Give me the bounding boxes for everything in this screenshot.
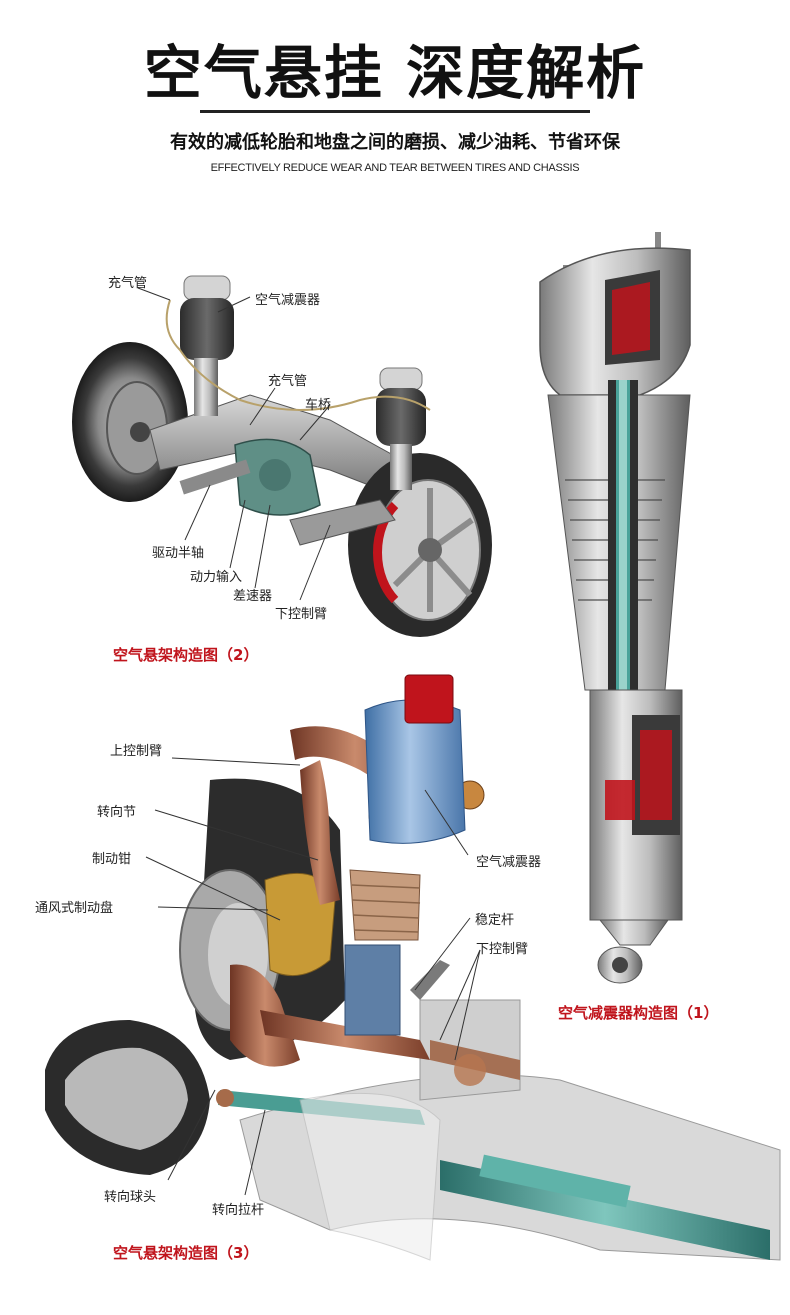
label-inflation-pipe-top: 充气管: [108, 276, 148, 291]
label-tie-rod: 转向拉杆: [212, 1203, 265, 1218]
label-lower-control-arm-top: 下控制臂: [275, 607, 328, 622]
label-axle: 车桥: [305, 398, 332, 413]
label-brake-caliper: 制动钳: [92, 852, 132, 867]
label-differential: 差速器: [233, 589, 273, 604]
caption-diagram-1: 空气减震器构造图（1）: [558, 1004, 719, 1022]
label-power-input: 动力输入: [190, 570, 243, 585]
air-shock-cutaway-illustration: [539, 232, 691, 984]
label-stabilizer-bar: 稳定杆: [475, 913, 515, 928]
front-suspension-illustration: [45, 674, 781, 1261]
label-vented-brake-disc: 通风式制动盘: [35, 901, 114, 916]
label-steering-knuckle: 转向节: [97, 805, 137, 820]
label-lower-control-arm-bottom: 下控制臂: [476, 942, 529, 957]
title-divider: [200, 110, 590, 113]
label-inflation-pipe-mid: 充气管: [268, 374, 308, 389]
label-steering-ball-joint: 转向球头: [104, 1190, 157, 1205]
subtitle-english: EFFECTIVELY REDUCE WEAR AND TEAR BETWEEN…: [210, 162, 580, 174]
label-upper-control-arm: 上控制臂: [110, 744, 163, 759]
page-title: 空气悬挂 深度解析: [143, 39, 647, 107]
subtitle-chinese: 有效的减低轮胎和地盘之间的磨损、减少油耗、节省环保: [170, 132, 620, 153]
label-air-shock-top: 空气减震器: [255, 293, 321, 308]
rear-axle-illustration: [72, 275, 492, 637]
caption-diagram-3: 空气悬架构造图（3）: [113, 1244, 259, 1262]
label-drive-half-shaft: 驱动半轴: [152, 546, 205, 561]
caption-diagram-2: 空气悬架构造图（2）: [113, 646, 259, 664]
label-air-shock-bottom: 空气减震器: [476, 855, 542, 870]
